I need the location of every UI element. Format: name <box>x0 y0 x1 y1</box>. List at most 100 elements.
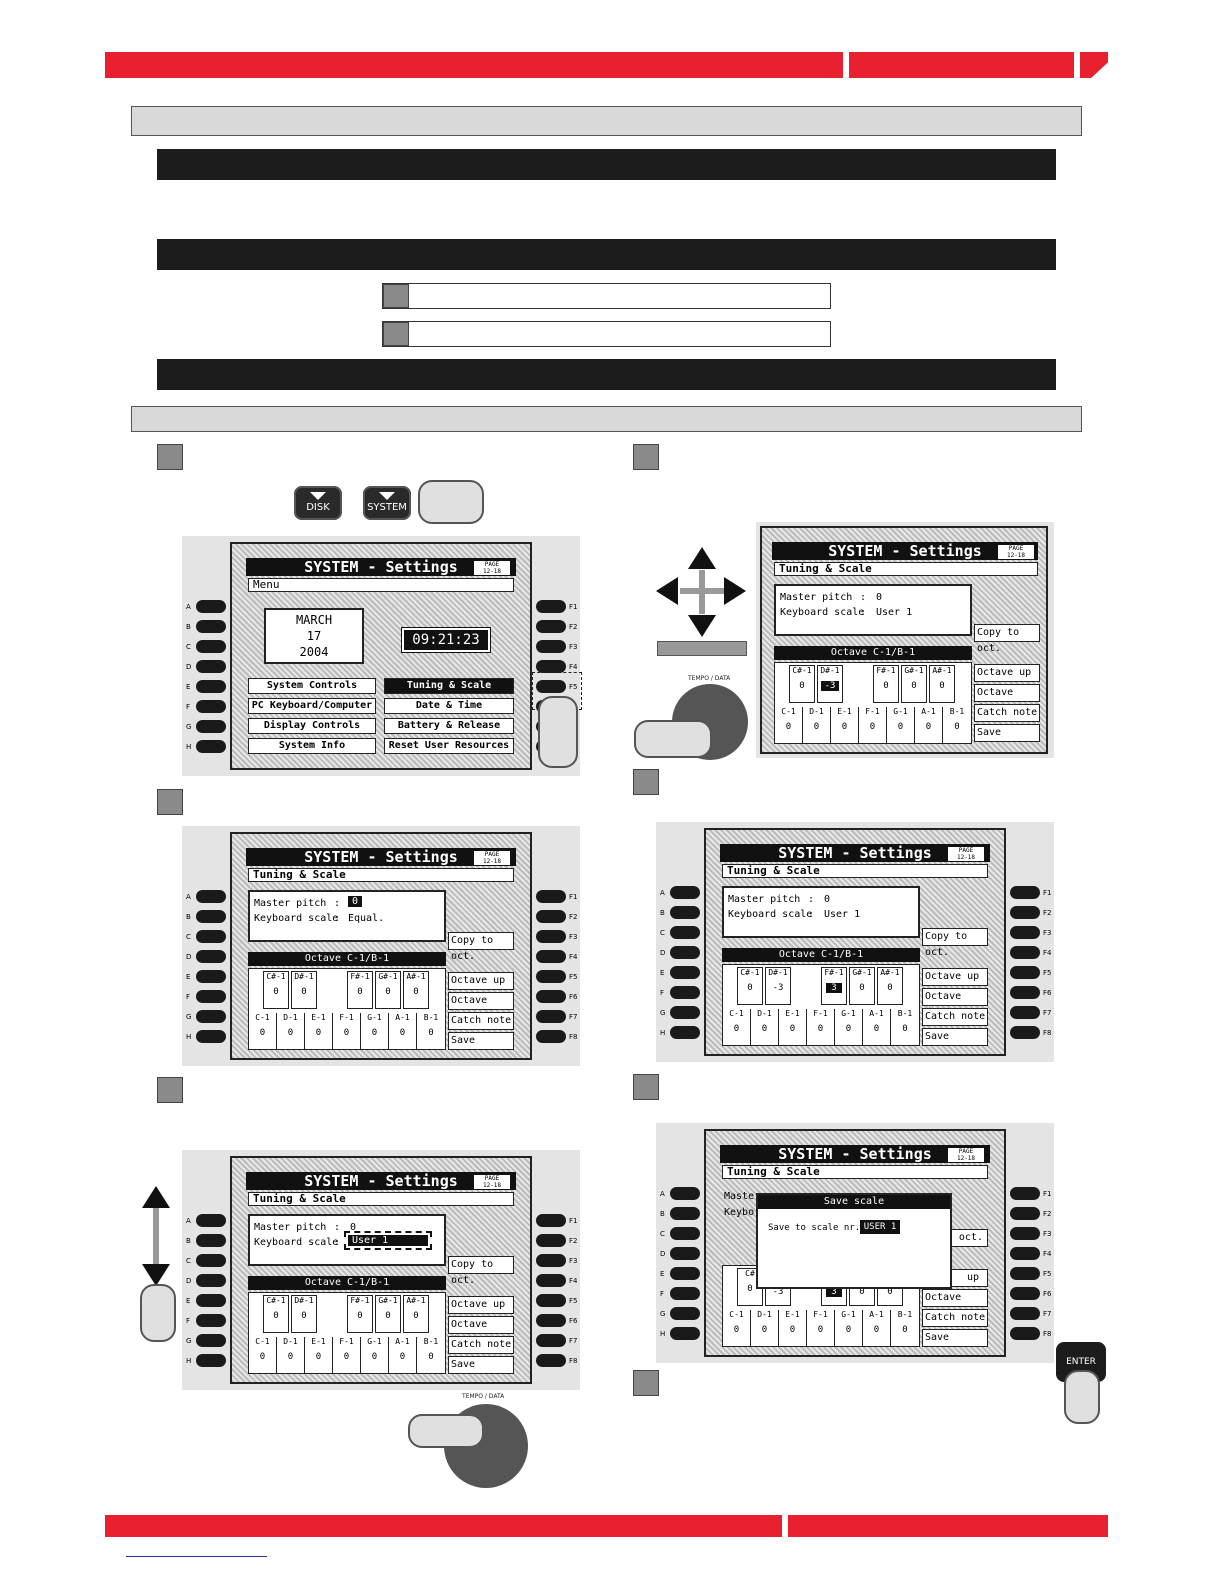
side-button-f7[interactable] <box>1010 1307 1040 1320</box>
side-button-e[interactable] <box>670 1267 700 1280</box>
side-button-f3[interactable] <box>1010 926 1040 939</box>
side-button-f6[interactable] <box>1010 986 1040 999</box>
side-button-c[interactable] <box>670 926 700 939</box>
side-button-f3[interactable] <box>1010 1227 1040 1240</box>
menu-pc-keyboard[interactable]: PC Keyboard/Computer <box>248 698 376 714</box>
side-button-e[interactable] <box>670 966 700 979</box>
fkey-save[interactable]: Save <box>448 1356 514 1374</box>
side-button-h[interactable] <box>196 1030 226 1043</box>
side-button-f4[interactable] <box>536 660 566 673</box>
side-button-f2[interactable] <box>1010 906 1040 919</box>
sharp-key-d[interactable]: D#-1-3 <box>817 665 843 703</box>
side-button-c[interactable] <box>670 1227 700 1240</box>
fkey-octave-up[interactable]: Octave up <box>448 1296 514 1314</box>
side-button-e[interactable] <box>196 680 226 693</box>
menu-system-controls[interactable]: System Controls <box>248 678 376 694</box>
arrow-up-icon[interactable] <box>688 547 716 569</box>
side-button-b[interactable] <box>670 906 700 919</box>
side-button-f8[interactable] <box>536 1030 566 1043</box>
fkey-catch-note[interactable]: Catch note <box>922 1008 988 1026</box>
fkey-catch-note[interactable]: Catch note <box>974 704 1040 722</box>
side-button-f5[interactable] <box>1010 1267 1040 1280</box>
fkey-catch-note[interactable]: Catch note <box>448 1336 514 1354</box>
side-button-f4[interactable] <box>1010 1247 1040 1260</box>
side-button-f7[interactable] <box>536 1334 566 1347</box>
side-button-f5[interactable] <box>536 1294 566 1307</box>
menu-tuning-scale[interactable]: Tuning & Scale <box>384 678 514 694</box>
menu-display-controls[interactable]: Display Controls <box>248 718 376 734</box>
fkey-copy-to-oct[interactable]: Copy to oct. <box>448 1256 514 1286</box>
fkey-save[interactable]: Save <box>974 724 1040 742</box>
menu-date-time[interactable]: Date & Time <box>384 698 514 714</box>
keyboard-scale-value[interactable]: User 1 <box>824 909 861 920</box>
fkey-copy-to-oct[interactable]: Copy to oct. <box>974 624 1040 654</box>
side-button-f1[interactable] <box>1010 886 1040 899</box>
arrow-right-icon[interactable] <box>724 577 746 605</box>
side-button-d[interactable] <box>196 950 226 963</box>
fkey-octave-down[interactable]: Octave down <box>974 684 1040 714</box>
side-button-a[interactable] <box>196 890 226 903</box>
side-button-g[interactable] <box>196 720 226 733</box>
disk-button[interactable]: DISK <box>294 486 342 520</box>
side-button-e[interactable] <box>196 970 226 983</box>
side-button-f[interactable] <box>670 1287 700 1300</box>
arrow-left-icon[interactable] <box>656 577 678 605</box>
fkey-octave-down[interactable]: Octave down <box>922 988 988 1018</box>
fkey-octave-up[interactable]: Octave up <box>974 664 1040 682</box>
side-button-h[interactable] <box>196 1354 226 1367</box>
side-button-h[interactable] <box>670 1026 700 1039</box>
side-button-a[interactable] <box>196 1214 226 1227</box>
side-button-b[interactable] <box>670 1207 700 1220</box>
arrow-down-icon[interactable] <box>142 1264 170 1286</box>
side-button-f6[interactable] <box>536 990 566 1003</box>
side-button-f4[interactable] <box>1010 946 1040 959</box>
side-button-a[interactable] <box>196 600 226 613</box>
side-button-f[interactable] <box>196 990 226 1003</box>
fkey-copy-to-oct[interactable]: Copy to oct. <box>922 928 988 958</box>
side-button-c[interactable] <box>196 640 226 653</box>
side-button-f8[interactable] <box>1010 1026 1040 1039</box>
side-button-f2[interactable] <box>1010 1207 1040 1220</box>
side-button-g[interactable] <box>196 1334 226 1347</box>
side-button-g[interactable] <box>670 1006 700 1019</box>
side-button-f7[interactable] <box>1010 1006 1040 1019</box>
keyboard-scale-value[interactable]: Equal. <box>348 913 385 924</box>
sharp-key-d[interactable]: D#-1-3 <box>765 967 791 1005</box>
side-button-f1[interactable] <box>536 890 566 903</box>
keyboard-scale-value[interactable]: User 1 <box>876 607 913 618</box>
arrow-down-icon[interactable] <box>688 615 716 637</box>
side-button-f[interactable] <box>196 700 226 713</box>
fkey-octave-up[interactable]: Octave up <box>448 972 514 990</box>
side-button-f2[interactable] <box>536 620 566 633</box>
side-button-f1[interactable] <box>536 1214 566 1227</box>
menu-system-info[interactable]: System Info <box>248 738 376 754</box>
side-button-h[interactable] <box>670 1327 700 1340</box>
